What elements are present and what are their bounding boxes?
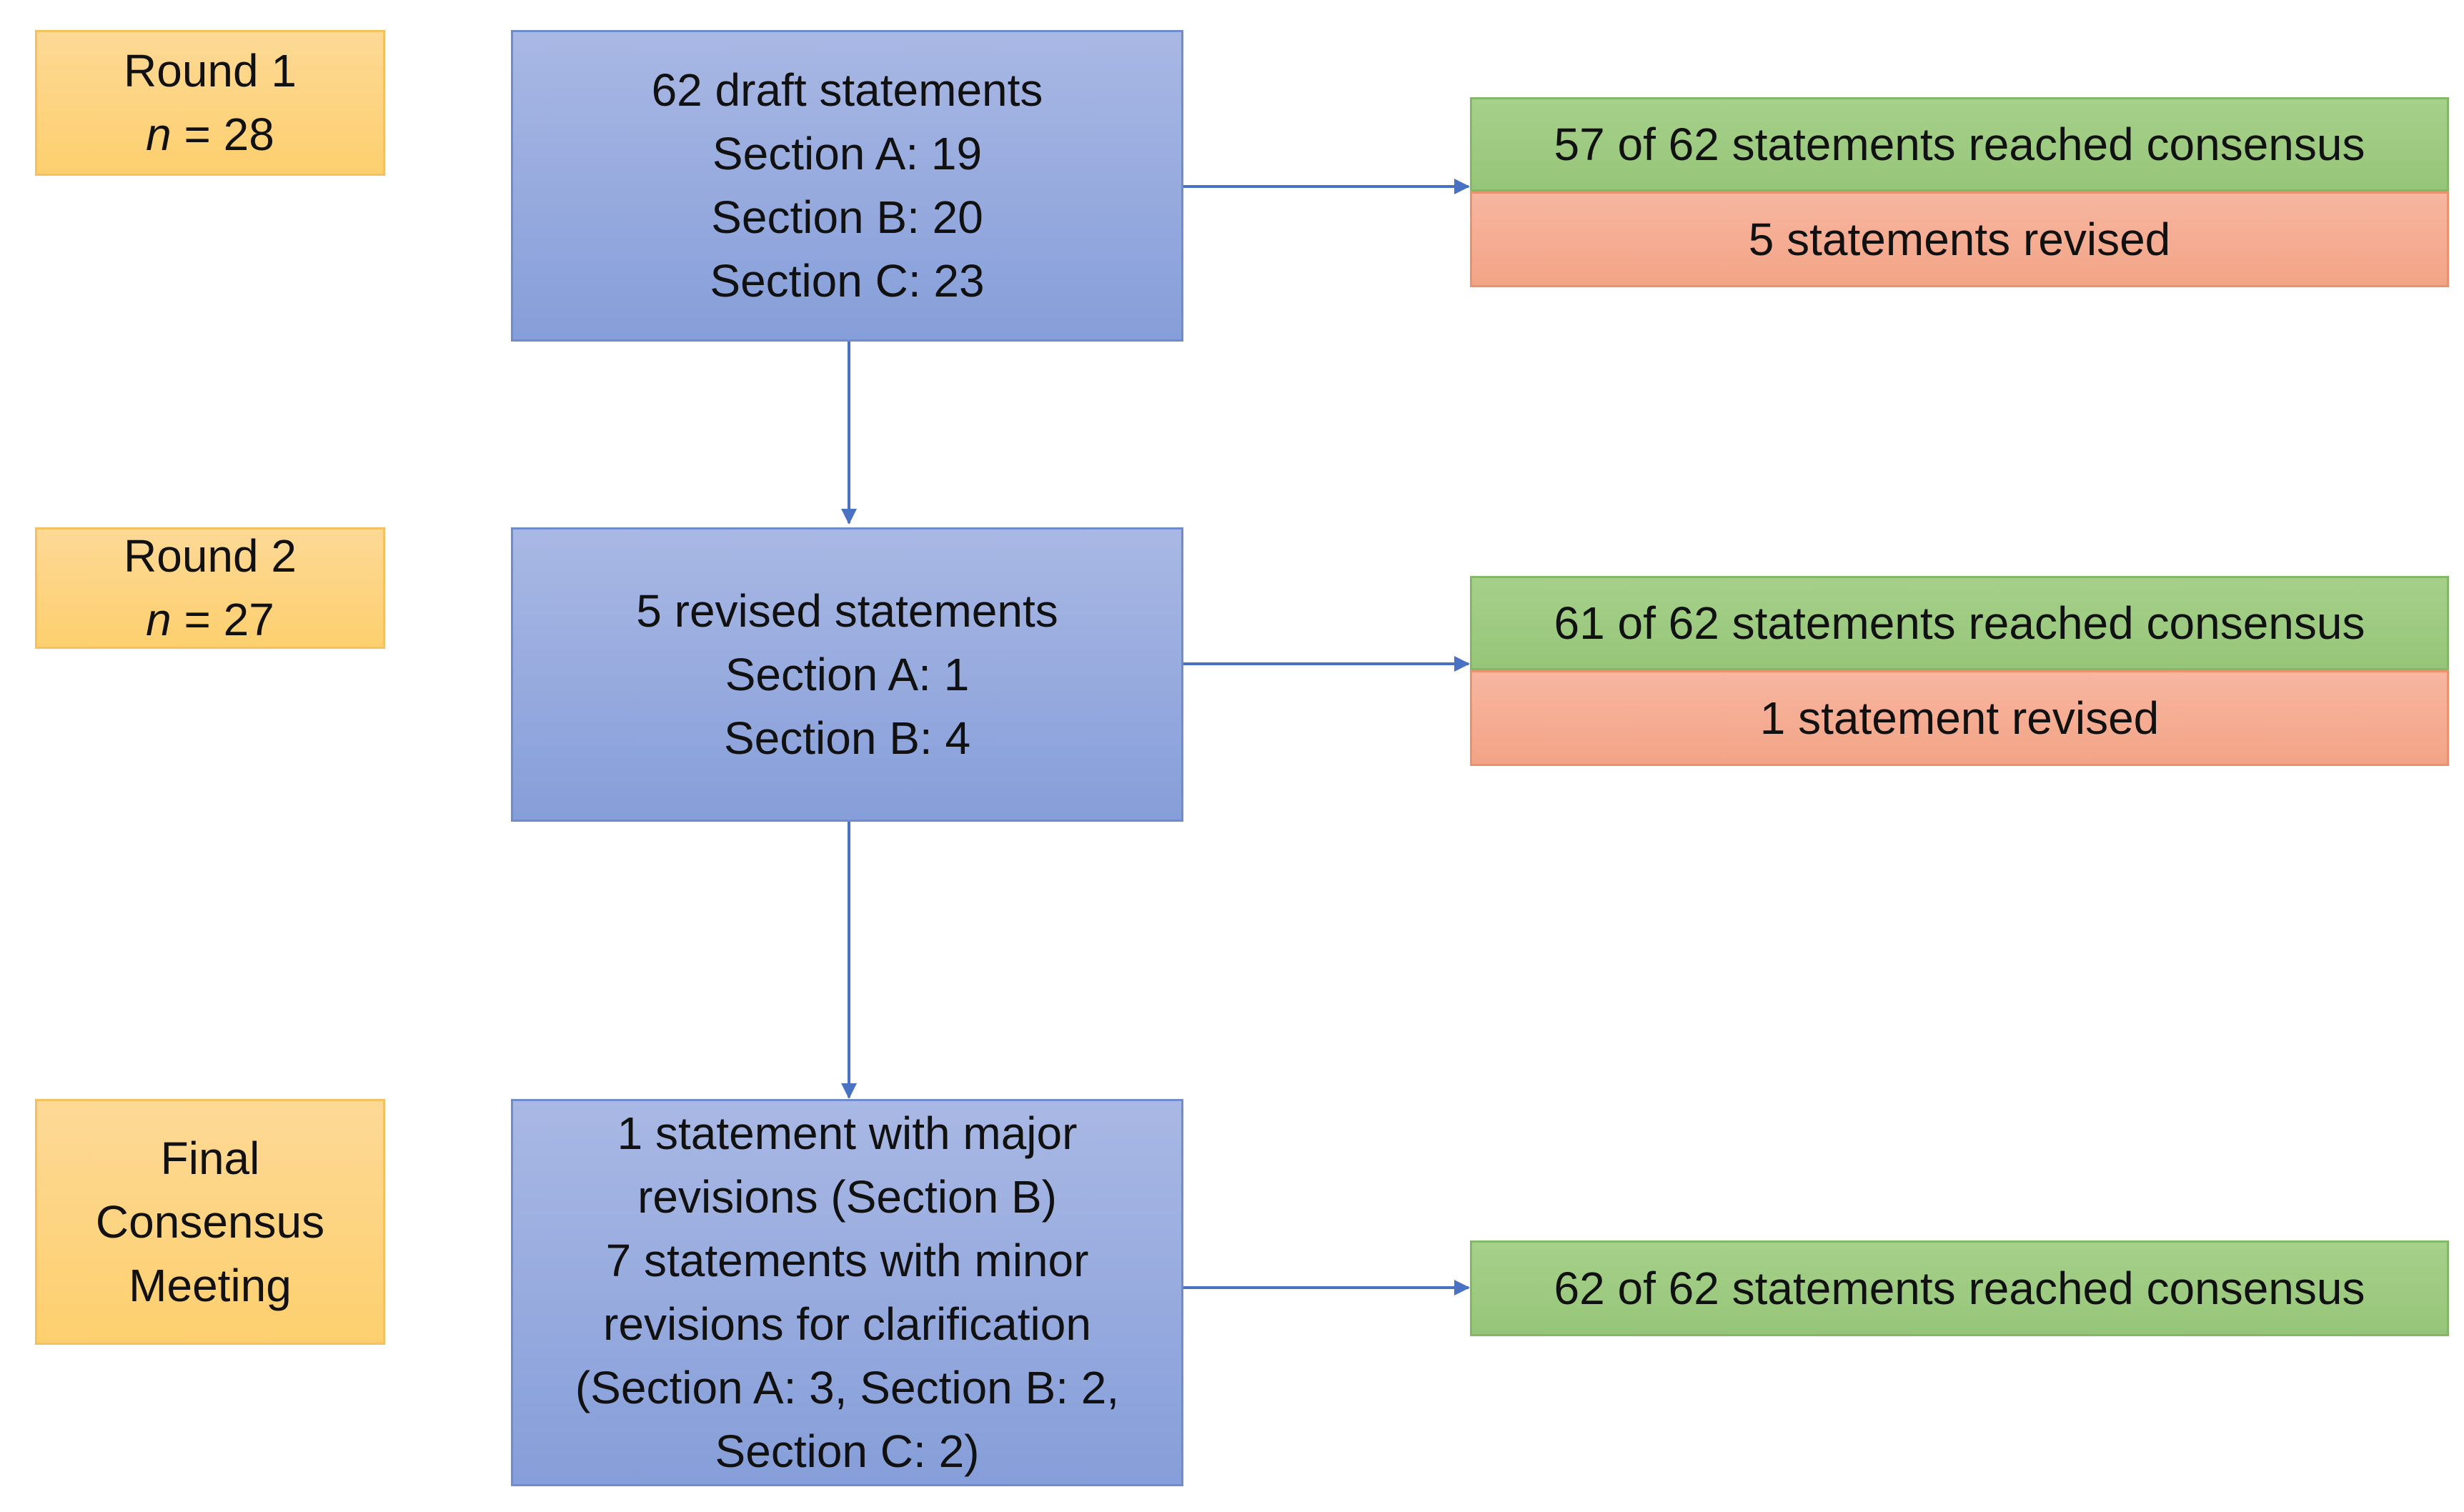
round-2-statements-line-3: Section B: 4 xyxy=(723,712,971,764)
round-2-statements-box: 5 revised statements Section A: 1 Sectio… xyxy=(511,527,1183,822)
round-1-label-box: Round 1 n = 28 xyxy=(35,30,385,176)
round-2-consensus-text: 61 of 62 statements reached consensus xyxy=(1554,597,2365,649)
round-1-statements-line-3: Section B: 20 xyxy=(711,192,983,243)
final-meeting-line-1: Final xyxy=(160,1132,260,1184)
final-statements-line-3: 7 statements with minor xyxy=(605,1235,1089,1286)
round-2-n-symbol: n xyxy=(146,594,172,645)
round-1-statements-line-1: 62 draft statements xyxy=(651,64,1043,116)
round-1-statements-line-2: Section A: 19 xyxy=(712,128,983,179)
final-meeting-label-box: Final Consensus Meeting xyxy=(35,1099,385,1345)
round-1-title: Round 1 xyxy=(124,45,297,96)
final-statements-line-6: Section C: 2) xyxy=(715,1426,980,1477)
round-2-revised-result: 1 statement revised xyxy=(1470,670,2449,766)
round-1-revised-result: 5 statements revised xyxy=(1470,192,2449,287)
final-statements-line-2: revisions (Section B) xyxy=(637,1171,1057,1223)
final-statements-line-4: revisions for clarification xyxy=(603,1298,1091,1350)
round-2-participants: n = 27 xyxy=(146,588,274,652)
round-2-statements-line-1: 5 revised statements xyxy=(636,585,1058,637)
round-2-revised-text: 1 statement revised xyxy=(1759,692,2160,744)
final-meeting-statements-box: 1 statement with major revisions (Sectio… xyxy=(511,1099,1183,1486)
round-1-statements-line-4: Section C: 23 xyxy=(710,255,985,307)
round-2-statements-line-2: Section A: 1 xyxy=(725,648,970,700)
round-2-label-box: Round 2 n = 27 xyxy=(35,527,385,649)
round-1-n-value: = 28 xyxy=(171,109,274,160)
final-meeting-line-3: Meeting xyxy=(129,1259,292,1311)
final-statements-line-1: 1 statement with major xyxy=(617,1108,1078,1159)
final-statements-line-5: (Section A: 3, Section B: 2, xyxy=(575,1362,1120,1413)
round-1-consensus-text: 57 of 62 statements reached consensus xyxy=(1554,118,2365,170)
round-1-n-symbol: n xyxy=(146,109,172,160)
round-1-consensus-result: 57 of 62 statements reached consensus xyxy=(1470,97,2449,192)
round-1-revised-text: 5 statements revised xyxy=(1748,213,2171,265)
final-meeting-line-2: Consensus xyxy=(95,1195,325,1248)
final-consensus-result: 62 of 62 statements reached consensus xyxy=(1470,1240,2449,1336)
final-consensus-text: 62 of 62 statements reached consensus xyxy=(1554,1262,2365,1314)
round-2-consensus-result: 61 of 62 statements reached consensus xyxy=(1470,576,2449,670)
round-2-n-value: = 27 xyxy=(171,594,274,645)
round-2-title: Round 2 xyxy=(124,530,297,582)
round-1-participants: n = 28 xyxy=(146,103,274,166)
round-1-statements-box: 62 draft statements Section A: 19 Sectio… xyxy=(511,30,1183,342)
